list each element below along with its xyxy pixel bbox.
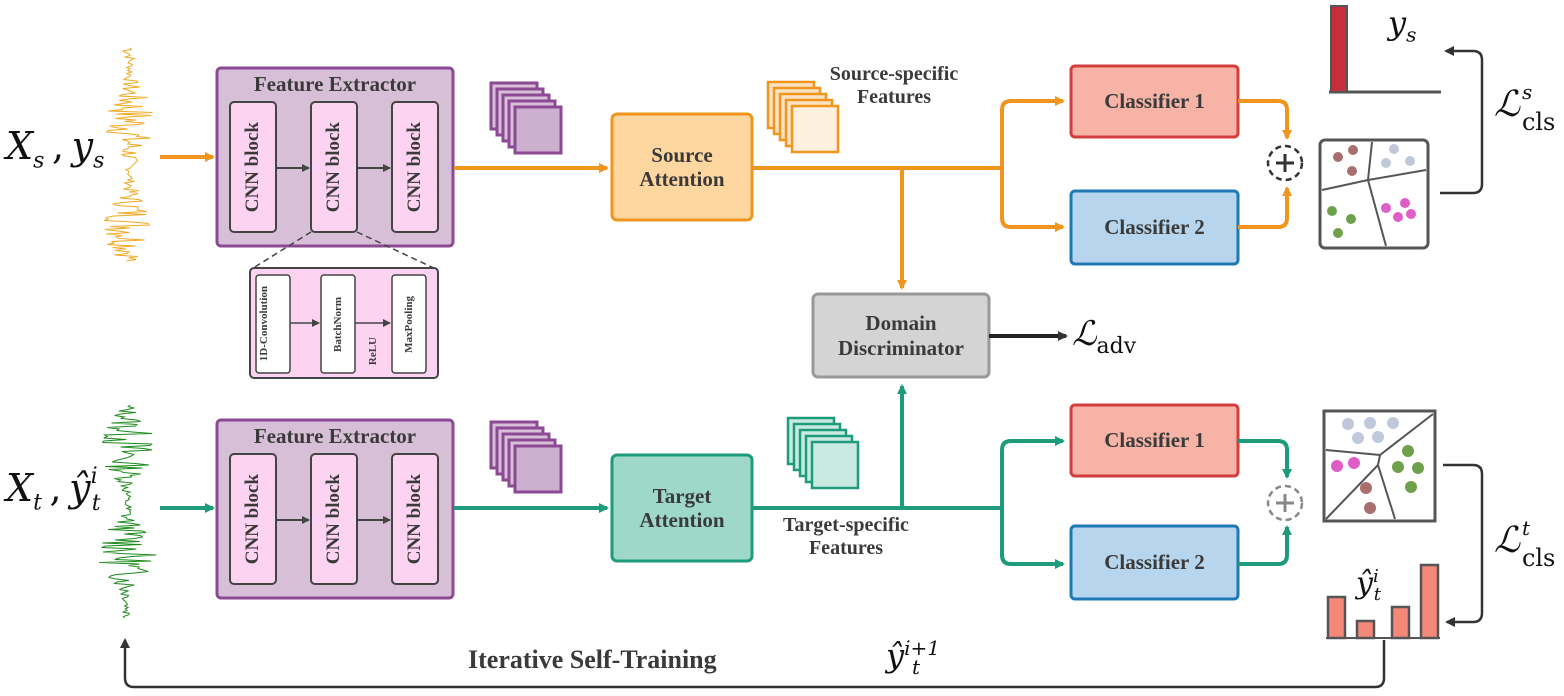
- source-cnn-block-2: CNN block: [323, 121, 345, 213]
- source-specific-stack: [766, 80, 840, 154]
- target-feature-stack: [489, 420, 563, 494]
- source-features-label: Source-specific Features: [829, 63, 959, 108]
- target-classifier-1-label: Classifier 1: [1104, 428, 1205, 453]
- source-label-text: ys: [1388, 4, 1417, 47]
- layer-conv: 1D-Convolution: [258, 286, 270, 362]
- target-cnn-block-1: CNN block: [242, 473, 264, 565]
- target-input-label: Xt , ŷit: [6, 464, 101, 516]
- source-attention-label: Source Attention: [639, 142, 725, 191]
- source-feature-stack: [489, 81, 563, 155]
- pseudo-label-current: ŷit: [1356, 566, 1381, 605]
- source-classifier-2-label: Classifier 2: [1104, 215, 1205, 240]
- source-input-label: Xs , ys: [6, 124, 105, 174]
- source-classifier-1-label: Classifier 1: [1104, 89, 1205, 114]
- target-classifier-2-label: Classifier 2: [1104, 550, 1205, 575]
- layer-batchnorm: BatchNorm: [331, 296, 344, 352]
- pseudo-label-next: ŷi+1t: [886, 636, 940, 680]
- source-cnn-block-3: CNN block: [404, 121, 426, 213]
- source-ensemble-icon: [1266, 144, 1304, 182]
- target-features-label: Target-specific Features: [783, 514, 909, 559]
- target-cnn-block-2: CNN block: [323, 473, 345, 565]
- pseudo-label-histogram: [1326, 563, 1440, 640]
- source-extractor-title: Feature Extractor: [253, 71, 417, 96]
- source-decision-space: [1318, 138, 1430, 250]
- domain-discriminator-label: Domain Discriminator: [838, 311, 964, 360]
- source-signal: [104, 47, 153, 262]
- target-attention-label: Target Attention: [639, 483, 725, 532]
- source-cnn-block-1: CNN block: [242, 121, 264, 213]
- layer-relu: ReLU: [366, 336, 379, 366]
- target-ensemble-icon: [1266, 484, 1304, 522]
- target-signal: [99, 404, 157, 619]
- source-label-bar: [1329, 5, 1441, 94]
- target-cnn-block-3: CNN block: [404, 473, 426, 565]
- adv-loss-label: ℒadv: [1072, 314, 1137, 359]
- layer-maxpool: MaxPooling: [402, 295, 415, 353]
- target-decision-space: [1322, 409, 1437, 523]
- self-training-label: Iterative Self-Training: [468, 645, 717, 674]
- target-extractor-title: Feature Extractor: [253, 423, 417, 448]
- target-specific-stack: [786, 416, 860, 490]
